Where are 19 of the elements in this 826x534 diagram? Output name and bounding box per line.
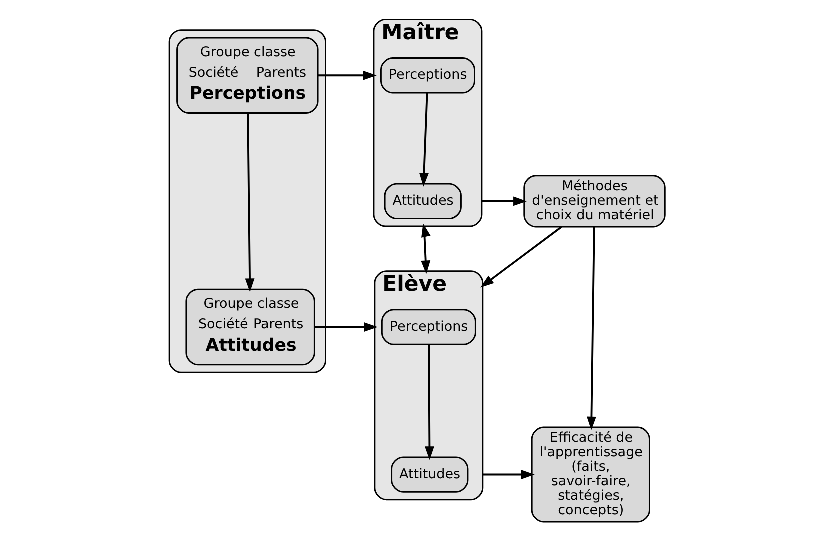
node-box: Groupe classe Société Parents Attitudes: [185, 288, 315, 366]
node-box: Méthodes d'enseignement et choix du matériel: [523, 175, 666, 228]
node-box: Attitudes: [390, 456, 468, 493]
node-box: Groupe classe Société Parents Perceptions: [176, 37, 318, 114]
arrow: [418, 93, 428, 187]
node-box: Efficacité de l'apprentissage (faits, savoir-faire, statégies, concepts): [530, 426, 650, 523]
cluster: [168, 30, 326, 374]
arrow: [480, 226, 562, 288]
arrow: [481, 196, 527, 206]
arrow: [420, 224, 430, 274]
arrow: [314, 322, 378, 332]
arrow: [244, 113, 254, 292]
arrow: [424, 344, 434, 460]
arrow: [318, 70, 376, 80]
node-box: Perceptions: [380, 309, 476, 346]
node-box: Attitudes: [384, 183, 462, 220]
arrow: [482, 470, 534, 480]
arrow: [586, 227, 596, 430]
node-box: Perceptions: [380, 58, 475, 94]
